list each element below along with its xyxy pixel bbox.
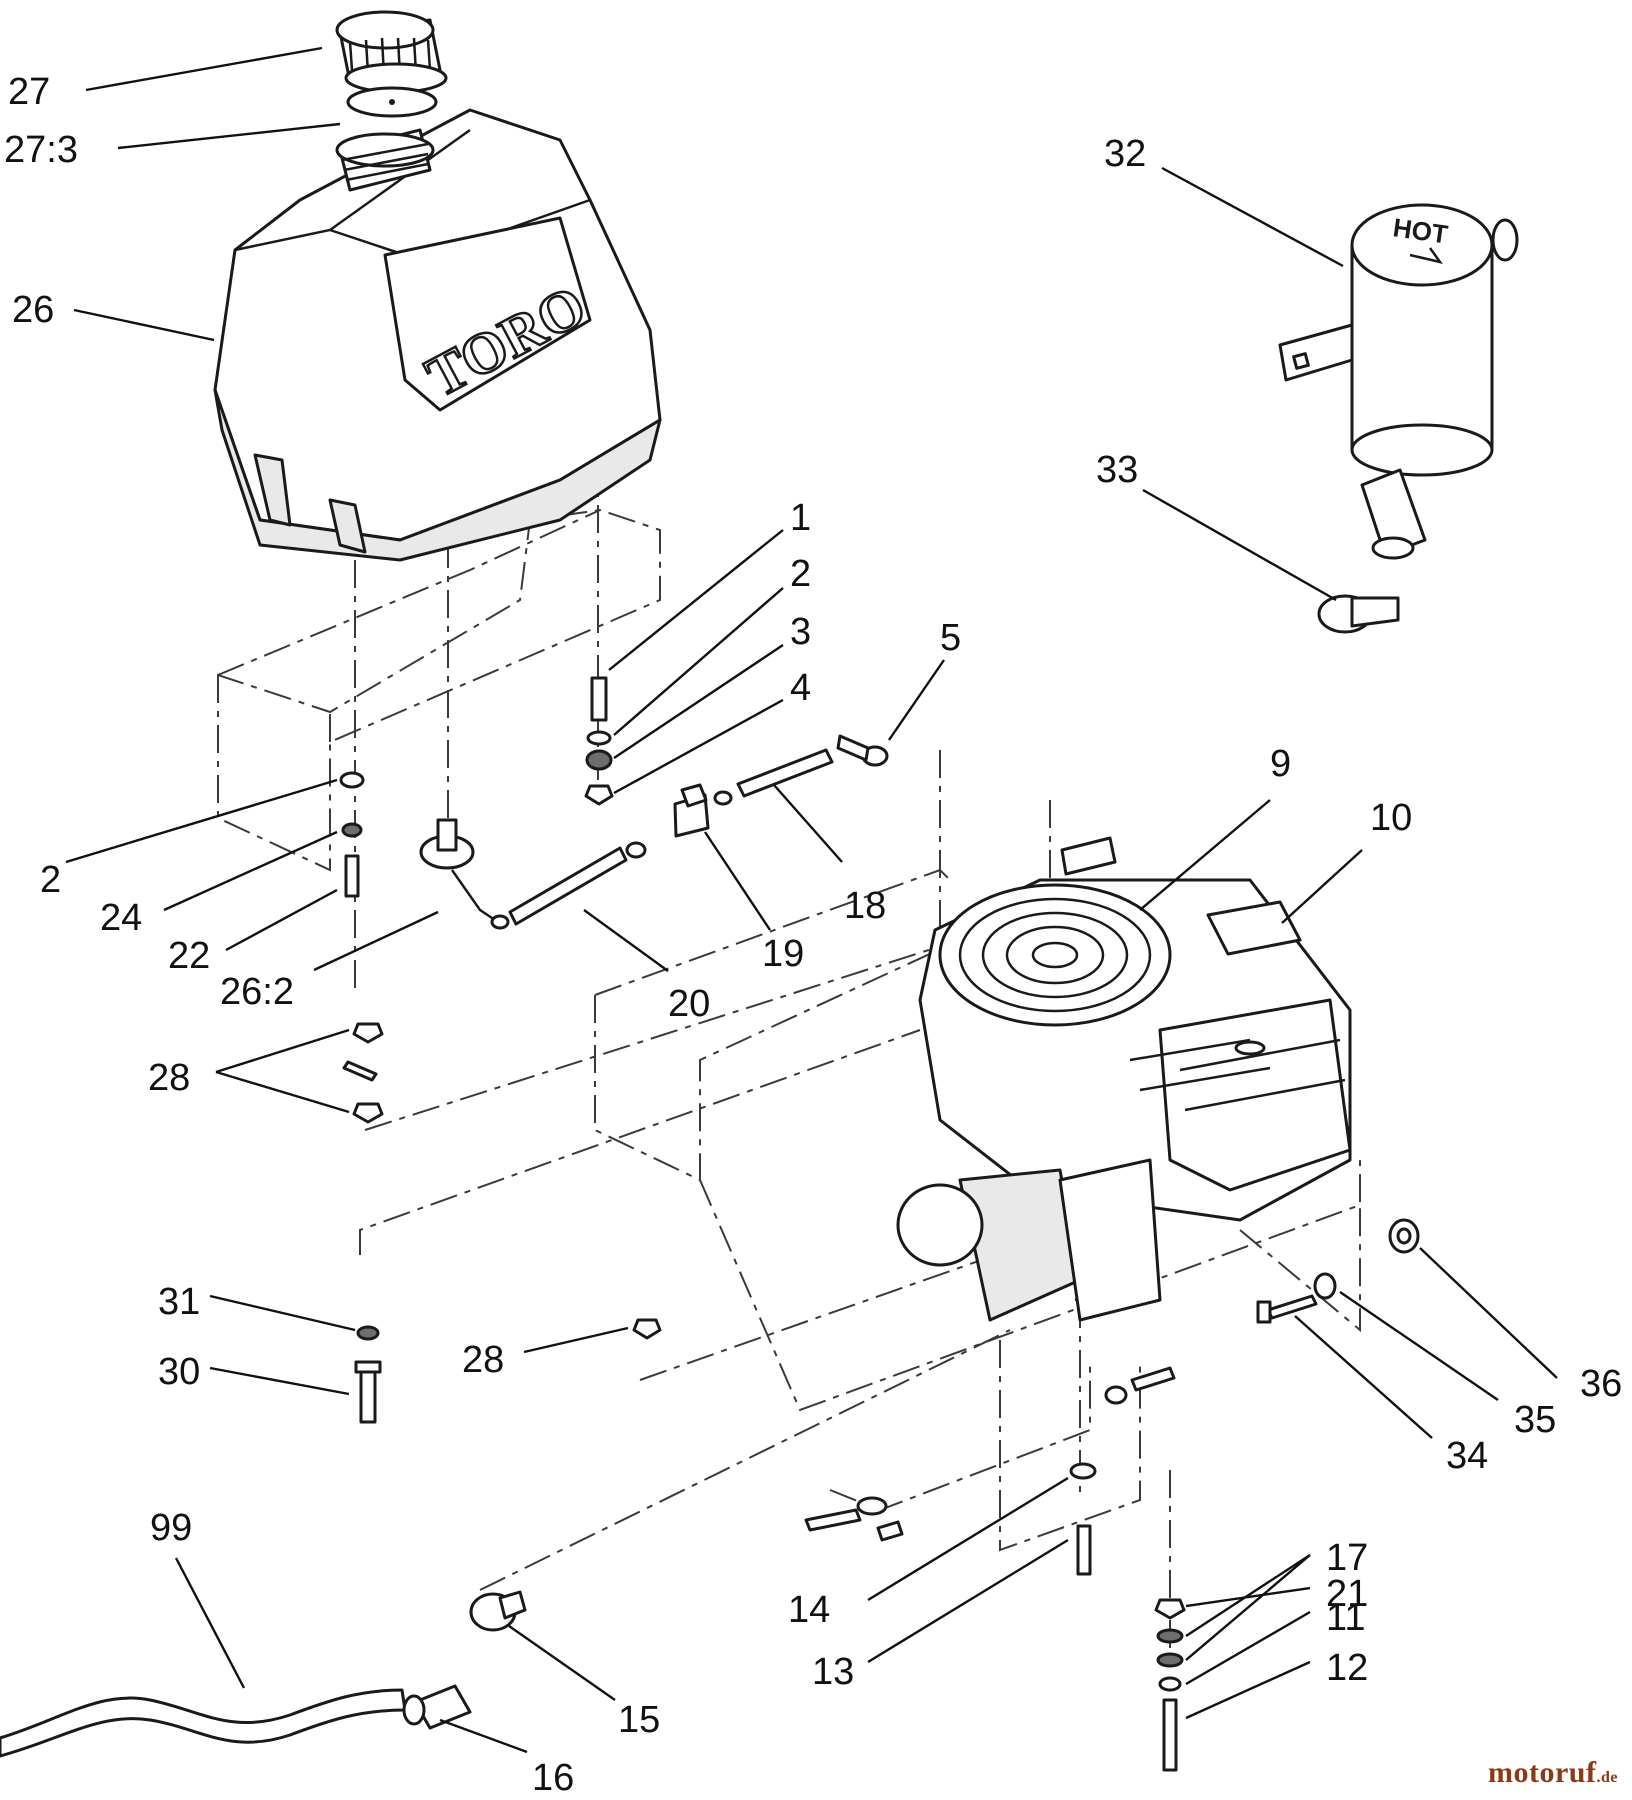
callout-9: 9 [1270, 743, 1291, 785]
nut-36 [1388, 1218, 1420, 1254]
callout-11: 11 [1326, 1597, 1365, 1639]
callout-24: 24 [100, 897, 142, 939]
grommet [585, 749, 613, 771]
washer-35 [1313, 1272, 1337, 1300]
lock-washer-31 [356, 1325, 380, 1341]
callout-14: 14 [788, 1589, 830, 1631]
callout-34: 34 [1446, 1435, 1488, 1477]
callout-32: 32 [1104, 133, 1146, 175]
in-line-fuel-filter [402, 1684, 472, 1730]
tank-washer [339, 771, 365, 789]
muffler-clamp [1317, 594, 1400, 634]
flange-nut-set [342, 1022, 384, 1124]
callout-18: 18 [844, 885, 886, 927]
stud [590, 676, 608, 722]
callout-labels: 27 27:3 26 32 33 1 2 3 4 5 9 10 18 19 20… [4, 71, 1622, 1799]
callout-10: 10 [1370, 797, 1412, 839]
watermark-name: motoruf [1488, 1756, 1597, 1789]
nut [584, 784, 614, 806]
callout-27: 27 [8, 71, 50, 113]
callout-19: 19 [762, 933, 804, 975]
mount-bolts [804, 1366, 1176, 1542]
tank-bolt [344, 854, 360, 898]
hose-clamp-15 [469, 1590, 527, 1632]
fuel-cap-gasket [346, 86, 438, 118]
nut-21 [1154, 1598, 1186, 1620]
fuel-tank: TORO [213, 108, 662, 562]
tank-lockwasher [341, 822, 363, 838]
callout-26: 26 [12, 289, 54, 331]
callout-36: 36 [1580, 1363, 1622, 1405]
callout-35: 35 [1514, 1399, 1556, 1441]
callout-2-a: 2 [790, 553, 811, 595]
washer-14 [1069, 1462, 1097, 1480]
washer-11 [1158, 1676, 1182, 1692]
engine [896, 836, 1352, 1322]
bolt-34 [1256, 1294, 1318, 1324]
spacers-17 [1156, 1628, 1184, 1668]
engine-decal [1206, 900, 1302, 956]
callout-31: 31 [158, 1281, 200, 1323]
shut-off-valve [673, 783, 733, 838]
callout-2-b: 2 [40, 859, 61, 901]
callout-30: 30 [158, 1351, 200, 1393]
fuel-hose-18 [736, 734, 870, 798]
callout-22: 22 [168, 935, 210, 977]
bolt-12 [1162, 1698, 1178, 1772]
callout-12: 12 [1326, 1647, 1368, 1689]
callout-4: 4 [790, 667, 811, 709]
bolt-30 [354, 1360, 382, 1424]
callout-28-a: 28 [148, 1057, 190, 1099]
callout-13: 13 [812, 1651, 854, 1693]
callout-33: 33 [1096, 449, 1138, 491]
callout-16: 16 [532, 1757, 574, 1799]
watermark-tld: .de [1596, 1769, 1618, 1786]
fuel-hose-99 [0, 1688, 407, 1758]
fuel-outlet-fitting [419, 818, 510, 930]
callout-17: 17 [1326, 1537, 1368, 1579]
washer [586, 730, 612, 746]
bolt-13 [1076, 1524, 1092, 1576]
callout-20: 20 [668, 983, 710, 1025]
callout-26-2: 26:2 [220, 971, 294, 1013]
flange-nut-28 [632, 1318, 662, 1340]
callout-21: 21 [1326, 1573, 1368, 1615]
fuel-cap [335, 10, 448, 94]
fuel-hose-20 [508, 841, 647, 926]
callout-28-b: 28 [462, 1339, 504, 1381]
leader-lines [65, 46, 1558, 1754]
callout-5: 5 [940, 617, 961, 659]
muffler: HOT [1278, 203, 1519, 560]
callout-1: 1 [790, 497, 811, 539]
callout-27-3: 27:3 [4, 129, 78, 171]
callout-3: 3 [790, 611, 811, 653]
chassis-frame-outline [217, 455, 1361, 1650]
callout-99: 99 [150, 1507, 192, 1549]
callout-15: 15 [618, 1699, 660, 1741]
motoruf-watermark: motoruf.de [1488, 1756, 1618, 1790]
